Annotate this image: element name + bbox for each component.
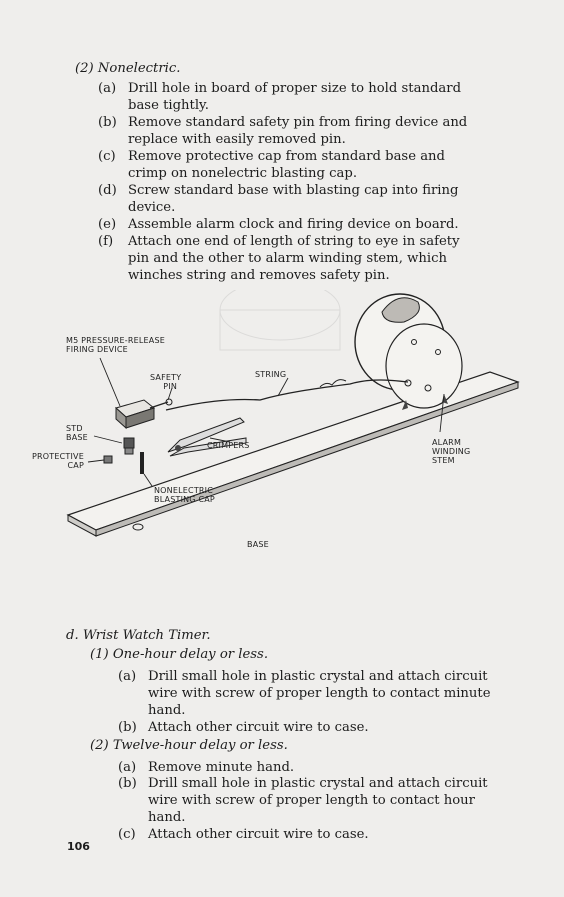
step-marker: (b) (98, 115, 117, 130)
step-marker: (a) (118, 760, 137, 775)
step-text: replace with easily removed pin. (128, 132, 346, 147)
label-base: BASE (247, 540, 269, 549)
step-text: wire with screw of proper length to cont… (148, 686, 491, 701)
base-board-front (95, 381, 519, 537)
step-text: Attach other circuit wire to case. (148, 720, 369, 735)
firing-device (114, 398, 173, 430)
blasting-cap (140, 452, 144, 474)
protective-cap (103, 455, 113, 464)
page-number: 106 (67, 840, 90, 853)
step-text: wire with screw of proper length to cont… (148, 793, 475, 808)
step-text: pin and the other to alarm winding stem,… (128, 251, 447, 266)
step-text: Assemble alarm clock and firing device o… (128, 217, 459, 232)
step-text: Remove standard safety pin from firing d… (128, 115, 468, 130)
step-text: Screw standard base with blasting cap in… (128, 183, 459, 198)
step-marker: (a) (98, 81, 117, 96)
alarm-clock (354, 293, 463, 410)
step-marker: (f) (98, 234, 114, 249)
label-string: STRING (255, 370, 287, 379)
label-crimpers: CRIMPERS (207, 441, 250, 450)
step-marker: (e) (98, 217, 117, 232)
subsection-heading-twelve-hour: (2) Twelve-hour delay or less. (90, 738, 288, 753)
alarm-clock-timer-illustration (66, 290, 520, 537)
step-text: Attach other circuit wire to case. (148, 827, 369, 842)
step-text: Attach one end of length of string to ey… (128, 234, 460, 249)
step-text: Drill hole in board of proper size to ho… (128, 81, 462, 96)
step-text: hand. (148, 810, 186, 825)
step-text: Remove protective cap from standard base… (128, 149, 445, 164)
step-text: hand. (148, 703, 186, 718)
step-marker: (a) (118, 669, 137, 684)
string-line (165, 379, 409, 411)
standard-base (123, 437, 135, 455)
drilled-hole (132, 523, 144, 531)
step-text: winches string and removes safety pin. (128, 268, 390, 283)
step-marker: (b) (118, 720, 137, 735)
leader-lines (87, 357, 445, 487)
step-marker: (d) (98, 183, 117, 198)
bleed-through-shapes (219, 290, 341, 351)
section-heading-wrist-watch-timer: d. Wrist Watch Timer. (66, 628, 211, 643)
step-text: Drill small hole in plastic crystal and … (148, 776, 488, 791)
crimpers-tool (167, 417, 247, 457)
step-marker: (c) (98, 149, 116, 164)
subsection-heading-one-hour: (1) One-hour delay or less. (90, 647, 269, 662)
step-text: crimp on nonelectric blasting cap. (128, 166, 358, 181)
string-slack (319, 379, 347, 388)
step-marker: (b) (118, 776, 137, 791)
step-text: device. (128, 200, 176, 215)
step-text: base tightly. (128, 98, 209, 113)
section-heading-nonelectric: (2) Nonelectric. (75, 61, 181, 76)
step-text: Remove minute hand. (148, 760, 295, 775)
step-marker: (c) (118, 827, 136, 842)
step-text: Drill small hole in plastic crystal and … (148, 669, 488, 684)
